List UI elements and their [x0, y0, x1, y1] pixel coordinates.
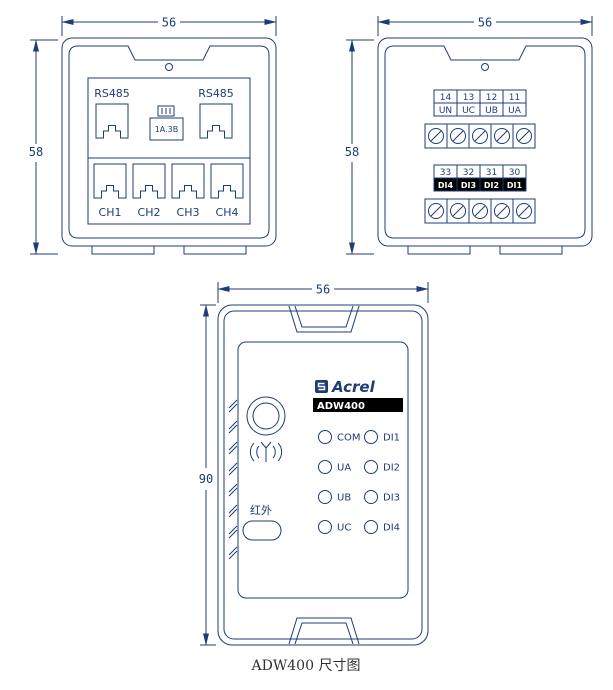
antenna-icon [249, 441, 283, 462]
round-button-inner [252, 402, 280, 430]
terminal-number: 11 [509, 93, 520, 103]
mini-connector-icon [157, 105, 175, 117]
device-case-outline [61, 37, 277, 255]
led-label: DI3 [383, 493, 400, 504]
led-indicator [318, 520, 332, 534]
model-bar [313, 398, 403, 412]
front-view: 56 90 Acrel ADW400 [199, 282, 429, 646]
ch1-label: CH1 [99, 206, 122, 219]
terminal-number: 13 [463, 93, 474, 103]
led-column-right: DI1 DI2 DI3 DI4 [364, 430, 400, 534]
terminal-number: 31 [486, 168, 497, 178]
lower-terminal-strip [424, 198, 536, 224]
ch2-label: CH2 [138, 206, 161, 219]
rs485-left-label: RS485 [94, 87, 130, 100]
led-indicator [318, 460, 332, 474]
brand-label: Acrel [331, 378, 376, 396]
connector-panel [87, 77, 251, 225]
led-indicator [318, 430, 332, 444]
top-left-view: 56 58 RS485 RS485 1A.3B CH1 CH2 CH3 CH4 [29, 16, 277, 255]
vent-slots [228, 399, 238, 560]
terminal-label: UB [485, 106, 498, 116]
terminal-label: DI4 [438, 181, 454, 190]
led-label: DI1 [383, 433, 400, 444]
terminal-label: UN [439, 106, 452, 116]
device-inner-outline [223, 310, 423, 640]
width-dimension-label: 56 [162, 16, 176, 30]
terminal-label: UA [508, 106, 522, 116]
terminal-label: DI3 [461, 181, 476, 190]
terminal-number: 12 [486, 93, 497, 103]
led-label: UB [337, 493, 351, 504]
led-indicator [364, 460, 378, 474]
terminal-face: 14 13 12 11 UN UC UB UA 33 32 31 3 [424, 89, 536, 224]
connector-face: RS485 RS485 1A.3B CH1 CH2 CH3 CH4 [87, 77, 251, 225]
adapter-label: 1A.3B [155, 125, 179, 134]
led-indicator [364, 520, 378, 534]
ch3-label: CH3 [177, 206, 200, 219]
bottom-clip-notch-inner [294, 622, 354, 645]
led-indicator [364, 490, 378, 504]
mini-connector-pins [161, 108, 171, 114]
terminal-number: 32 [463, 168, 474, 178]
led-label: DI2 [383, 463, 400, 474]
led-indicator [364, 430, 378, 444]
terminal-number: 33 [440, 168, 451, 178]
rs485-right-label: RS485 [198, 87, 234, 100]
infrared-label: 红外 [250, 504, 272, 517]
bottom-clip-notch [288, 617, 360, 645]
top-clip-notch-inner [294, 305, 354, 328]
top-clip-notch [288, 305, 360, 333]
adapter-box [149, 117, 184, 141]
height-dimension-label: 90 [199, 472, 213, 486]
terminal-label: UC [462, 106, 475, 116]
top-right-view: 56 58 14 13 12 11 UN UC UB UA [345, 16, 593, 255]
width-dimension-label: 56 [316, 283, 330, 297]
terminal-number: 30 [509, 168, 521, 178]
led-indicator [318, 490, 332, 504]
terminal-label: DI2 [484, 181, 499, 190]
led-label: DI4 [383, 523, 400, 534]
height-dimension-label: 58 [29, 145, 43, 159]
terminal-number: 14 [440, 93, 452, 103]
led-label: UC [337, 523, 351, 534]
infrared-window [242, 520, 282, 541]
terminal-label: DI1 [507, 181, 523, 190]
extension-lines [217, 282, 429, 303]
ch4-label: CH4 [216, 206, 239, 219]
led-label: UA [337, 463, 351, 474]
model-label: ADW400 [317, 401, 365, 412]
width-dimension-label: 56 [478, 16, 492, 30]
led-column-left: COM UA UB UC [318, 430, 360, 534]
caption: ADW400 尺寸图 [251, 658, 361, 674]
upper-terminal-strip [424, 123, 536, 149]
led-label: COM [337, 433, 360, 444]
height-dimension-label: 58 [345, 145, 359, 159]
acrel-logo-glyph [317, 382, 326, 391]
